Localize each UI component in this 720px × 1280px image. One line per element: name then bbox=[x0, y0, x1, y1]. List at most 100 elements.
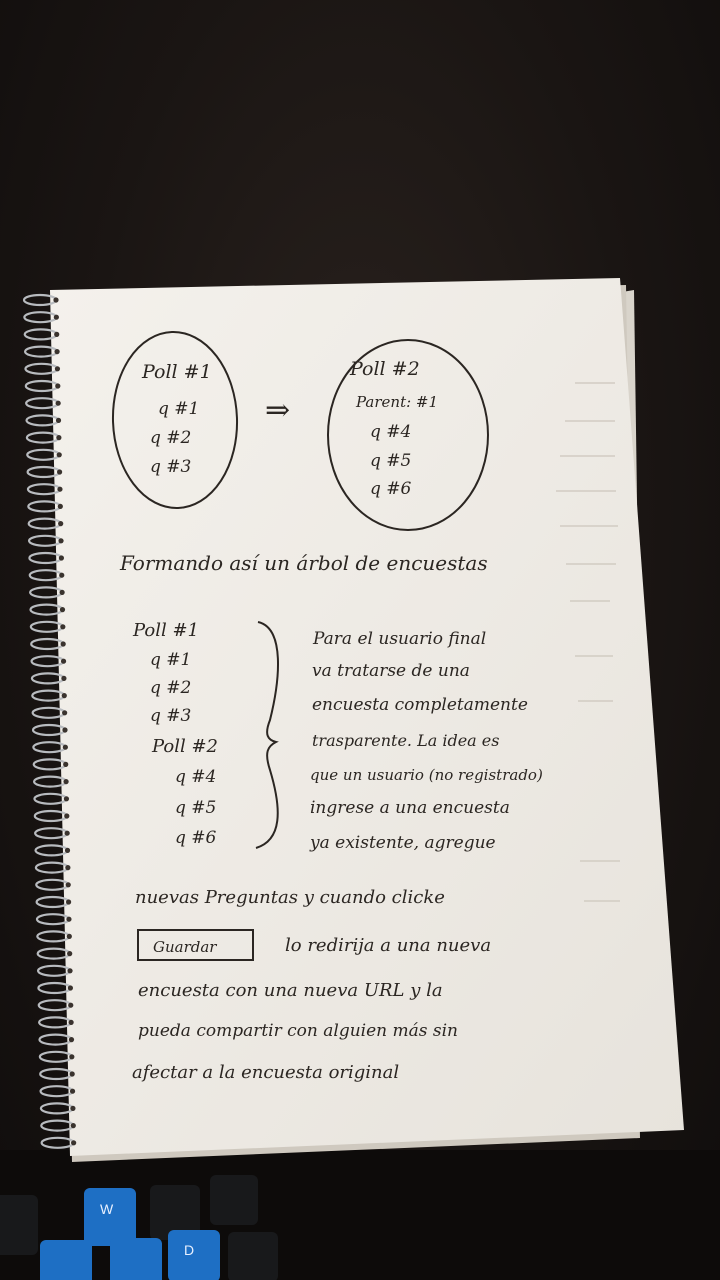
spiral-coil bbox=[36, 947, 71, 960]
binding-hole bbox=[65, 865, 71, 871]
binding-hole bbox=[66, 933, 72, 940]
keyboard-key bbox=[110, 1238, 162, 1280]
key-d-label: D bbox=[184, 1242, 194, 1258]
spiral-coil bbox=[32, 758, 67, 771]
keyboard-key bbox=[150, 1185, 200, 1240]
poll2-question: q #6 bbox=[370, 479, 412, 499]
tree-question: q #6 bbox=[175, 828, 217, 848]
binding-hole bbox=[63, 761, 69, 768]
binding-hole bbox=[70, 1123, 76, 1129]
keyboard-key bbox=[0, 1195, 38, 1255]
binding-hole bbox=[55, 383, 61, 389]
bottom-line: lo redirija a una nueva bbox=[285, 935, 491, 956]
spiral-coil bbox=[40, 1136, 75, 1149]
poll1-question: q #3 bbox=[150, 457, 191, 477]
binding-hole bbox=[68, 1019, 74, 1025]
binding-hole bbox=[63, 779, 69, 785]
tree-child: Poll #2 bbox=[151, 736, 218, 757]
poll1-question: q #2 bbox=[150, 428, 191, 448]
spiral-coil bbox=[36, 930, 71, 943]
tree-question: q #3 bbox=[150, 706, 191, 726]
keyboard: W D bbox=[0, 1150, 720, 1280]
binding-hole bbox=[55, 400, 61, 406]
tree-question: q #4 bbox=[175, 767, 216, 787]
tree-question: q #2 bbox=[150, 678, 191, 698]
binding-hole bbox=[54, 366, 61, 372]
binding-hole bbox=[67, 951, 73, 957]
poll1-bubble: Poll #1 q #1 q #2 q #3 bbox=[111, 331, 239, 509]
binding-hole bbox=[56, 435, 62, 441]
poll2-title: Poll #2 bbox=[349, 358, 420, 380]
binding-hole bbox=[61, 675, 67, 682]
binding-hole bbox=[60, 641, 66, 647]
binding-hole bbox=[61, 693, 67, 699]
tree-question: q #5 bbox=[175, 798, 216, 818]
spiral-coil bbox=[36, 964, 72, 977]
binding-hole bbox=[64, 830, 70, 836]
explanation-line: Para el usuario final bbox=[312, 629, 486, 649]
spiral-coil bbox=[33, 792, 68, 805]
poll2-bubble: Poll #2 Parent: #1 q #4 q #5 q #6 bbox=[327, 339, 489, 531]
binding-hole bbox=[67, 985, 73, 991]
keyboard-key bbox=[228, 1232, 278, 1280]
bottom-line: encuesta con una nueva URL y la bbox=[138, 980, 443, 1001]
binding-hole bbox=[60, 658, 67, 664]
spiral-coil bbox=[37, 999, 72, 1012]
binding-hole bbox=[68, 1037, 75, 1043]
explanation-line: trasparente. La idea es bbox=[312, 731, 499, 750]
spiral-coil bbox=[34, 844, 69, 857]
spiral-coil bbox=[37, 981, 72, 995]
poll2-parent: Parent: #1 bbox=[355, 393, 438, 411]
binding-hole bbox=[70, 1105, 76, 1111]
poll1-question: q #1 bbox=[158, 399, 199, 419]
binding-hole bbox=[53, 297, 59, 303]
binding-hole bbox=[58, 538, 64, 544]
bottom-line: afectar a la encuesta original bbox=[132, 1062, 399, 1083]
binding-hole bbox=[66, 899, 72, 905]
poll-tree: Poll #1 q #1 q #2 q #3 Poll #2 q #4 q #5… bbox=[132, 620, 218, 848]
explanation-line: va tratarse de una bbox=[312, 661, 470, 681]
binding-hole bbox=[59, 572, 65, 578]
binding-hole bbox=[59, 589, 65, 596]
binding-hole bbox=[65, 882, 71, 888]
binding-hole bbox=[68, 1002, 74, 1008]
binding-hole bbox=[58, 521, 64, 527]
binding-hole bbox=[58, 555, 64, 561]
spiral-coil bbox=[35, 895, 70, 909]
keyboard-key bbox=[40, 1240, 92, 1280]
poll2-question: q #5 bbox=[370, 451, 411, 471]
poll2-question: q #4 bbox=[370, 422, 411, 442]
spiral-coil bbox=[38, 1016, 73, 1029]
binding-hole bbox=[62, 710, 68, 716]
binding-hole bbox=[57, 469, 63, 475]
keyboard-key-w bbox=[84, 1188, 136, 1246]
explanation-text: Para el usuario final va tratarse de una… bbox=[309, 629, 543, 853]
explanation-line: encuesta completamente bbox=[312, 695, 528, 715]
spiral-coil bbox=[39, 1067, 74, 1081]
arrow-icon: ⇒ bbox=[265, 393, 290, 428]
spiral-coil bbox=[38, 1050, 73, 1063]
binding-hole bbox=[57, 503, 63, 509]
keyboard-key bbox=[210, 1175, 258, 1225]
spiral-coil bbox=[35, 913, 71, 926]
bottom-line: nuevas Preguntas y cuando clicke bbox=[135, 887, 445, 908]
guardar-button-sketch bbox=[137, 929, 254, 961]
binding-hole bbox=[69, 1054, 75, 1060]
binding-hole bbox=[62, 727, 68, 733]
spiral-coil bbox=[34, 861, 69, 874]
notebook-page bbox=[50, 278, 684, 1156]
spiral-coil bbox=[39, 1102, 75, 1115]
binding-hole bbox=[66, 916, 72, 922]
binding-hole bbox=[56, 452, 62, 458]
binding-hole bbox=[67, 968, 73, 974]
spiral-binding bbox=[22, 293, 77, 1149]
spiral-coil bbox=[33, 809, 68, 823]
spiral-coil bbox=[35, 878, 70, 891]
spiral-coil bbox=[40, 1119, 75, 1132]
bottom-line: pueda compartir con alguien más sin bbox=[138, 1021, 458, 1041]
binding-hole bbox=[54, 349, 60, 355]
tree-question: q #1 bbox=[150, 650, 191, 670]
explanation-line: ingrese a una encuesta bbox=[310, 798, 510, 818]
spiral-coil bbox=[39, 1085, 74, 1098]
